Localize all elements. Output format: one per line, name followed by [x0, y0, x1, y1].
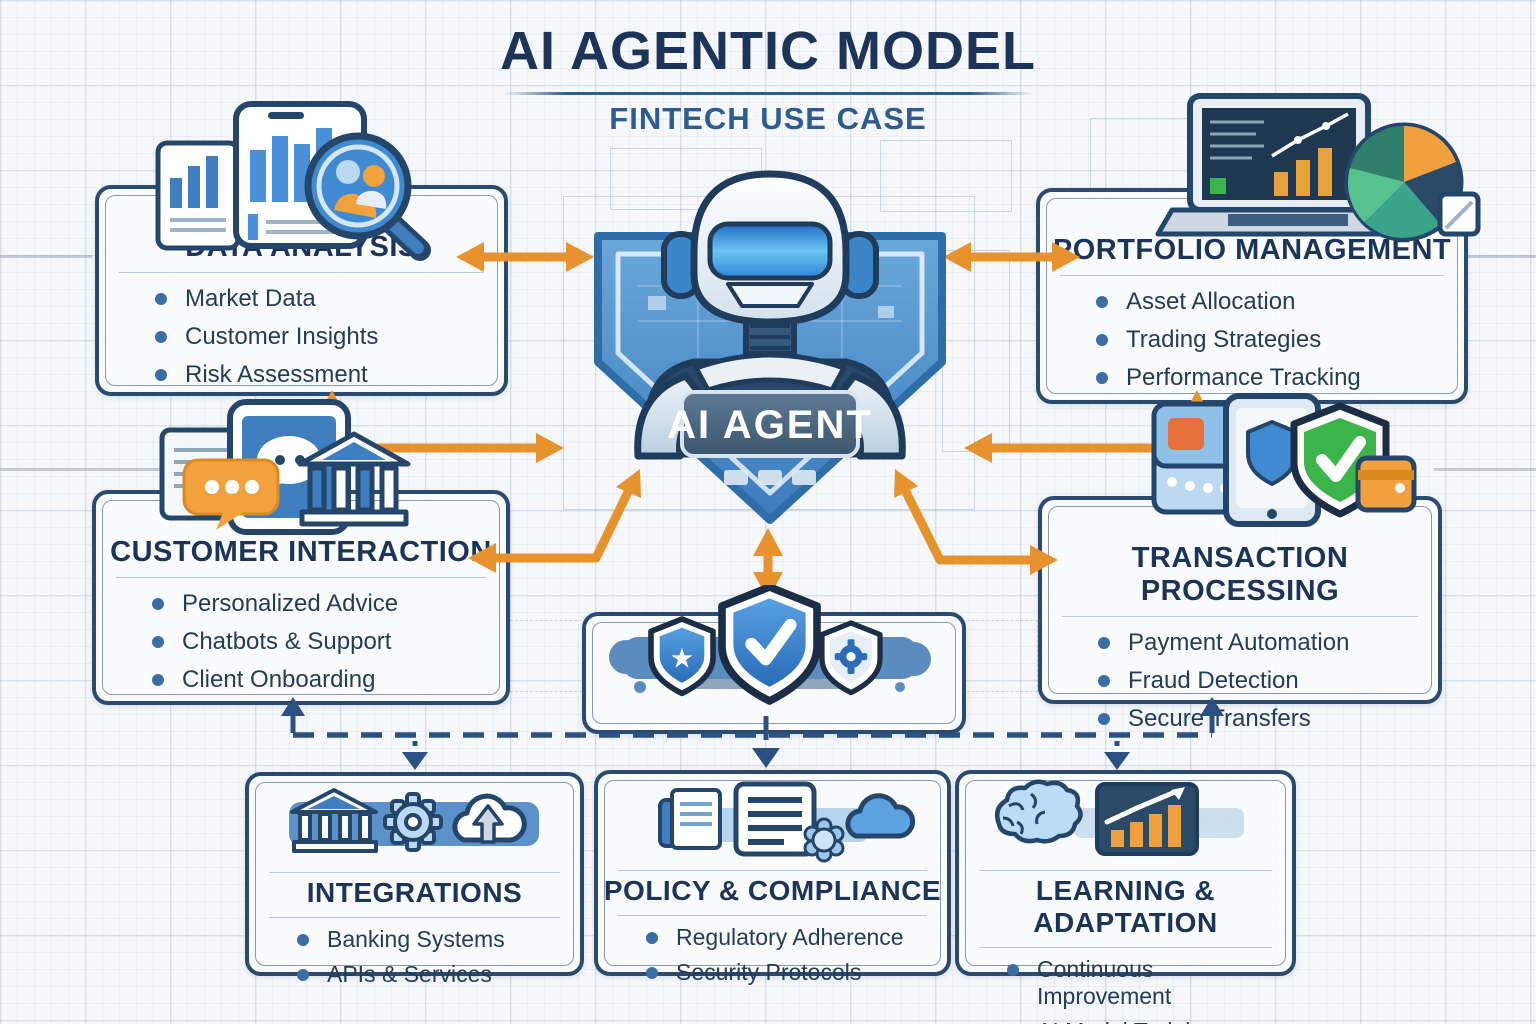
bullet-list: Market Data Customer Insights Risk Asses…	[99, 285, 504, 389]
blueprint-line	[0, 468, 160, 471]
divider	[1062, 616, 1418, 617]
check-shield-icon	[718, 585, 821, 705]
page-title: AI AGENTIC MODEL	[500, 21, 1036, 81]
list-item: Security Protocols	[646, 959, 947, 986]
connector-plug-icon	[1437, 191, 1481, 237]
bullet-list: Regulatory Adherence Security Protocols	[598, 924, 947, 986]
divider	[269, 917, 560, 918]
panel-title: LEARNING & ADAPTATION	[1033, 875, 1218, 938]
report-document-icon	[155, 140, 241, 251]
list-item: Continuous Improvement	[1007, 956, 1292, 1010]
page-subtitle: FINTECH USE CASE	[609, 101, 927, 136]
panel-title: POLICY & COMPLIANCE	[603, 875, 942, 906]
list-item: Performance Tracking	[1096, 364, 1464, 392]
ai-agent-illustration: AI AGENT	[594, 170, 946, 524]
magnifier-customers-icon	[304, 132, 431, 261]
divider	[269, 872, 560, 873]
robot-figure-icon: AI AGENT	[634, 170, 906, 485]
bullet-list: Payment Automation Fraud Detection Secur…	[1042, 629, 1438, 733]
list-item: APIs & Services	[297, 961, 580, 988]
brain-icon	[995, 779, 1083, 844]
gear-shield-icon	[819, 620, 883, 696]
compliance-shields: ★	[609, 585, 931, 705]
ai-agent-label: AI AGENT	[667, 403, 873, 447]
list-item: Market Data	[155, 285, 504, 313]
title-underline	[503, 92, 1033, 95]
learning-iconband	[959, 774, 1292, 862]
panel-title: PORTFOLIO MANAGEMENT	[1052, 234, 1452, 266]
divider	[618, 915, 927, 916]
speech-bubble-icon	[182, 458, 280, 530]
bullet-list: Banking Systems APIs & Services	[249, 926, 580, 988]
cloud-upload-icon	[452, 793, 527, 844]
data-analysis-icons	[155, 101, 431, 261]
integrations-iconband	[249, 776, 580, 864]
blueprint-rect	[500, 620, 592, 692]
portfolio-icons	[1155, 93, 1481, 242]
policy-icons	[658, 781, 916, 863]
bank-icon	[290, 788, 378, 853]
list-item: Customer Insights	[155, 323, 504, 351]
divider	[116, 577, 486, 578]
banner-dots	[724, 470, 816, 485]
list-item: Fraud Detection	[1098, 667, 1438, 695]
panel-policy-compliance: POLICY & COMPLIANCE Regulatory Adherence…	[594, 770, 951, 985]
document-icon	[733, 781, 817, 857]
panel-learning-adaptation: LEARNING & ADAPTATION Continuous Improve…	[955, 770, 1296, 1024]
list-item: Chatbots & Support	[152, 628, 506, 656]
divider	[979, 870, 1272, 871]
svg-text:★: ★	[670, 643, 694, 674]
learning-icons	[995, 779, 1244, 856]
list-item: Regulatory Adherence	[646, 924, 947, 951]
divider	[979, 947, 1272, 948]
bullet-list: Personalized Advice Chatbots & Support C…	[96, 590, 506, 694]
robot-visor-icon	[707, 221, 833, 281]
policy-iconband	[598, 774, 947, 863]
pie-chart-icon	[1344, 122, 1464, 242]
panel-title: CUSTOMER INTERACTION	[110, 536, 492, 568]
panel-transaction-processing: TRANSACTION PROCESSING Payment Automatio…	[1038, 496, 1442, 732]
panel-integrations: INTEGRATIONS Banking Systems APIs & Serv…	[245, 772, 584, 987]
customer-interaction-icons	[159, 399, 411, 535]
blueprint-line	[1462, 255, 1536, 258]
list-item: Banking Systems	[297, 926, 580, 953]
laptop-dashboard-icon	[1155, 93, 1403, 237]
blueprint-line	[1434, 468, 1536, 471]
list-item: Payment Automation	[1098, 629, 1438, 657]
list-item: AI Model Training	[1007, 1018, 1292, 1024]
blueprint-rect	[880, 140, 1012, 212]
gear-icon	[383, 792, 443, 852]
list-item: Trading Strategies	[1096, 326, 1464, 354]
blueprint-line	[0, 255, 92, 258]
list-item: Client Onboarding	[152, 666, 506, 694]
bullet-list: Asset Allocation Trading Strategies Perf…	[1040, 288, 1464, 392]
transaction-processing-icons	[1151, 393, 1417, 527]
list-item: Secure Transfers	[1098, 705, 1438, 733]
list-item: Personalized Advice	[152, 590, 506, 618]
list-item: Asset Allocation	[1096, 288, 1464, 316]
panel-title: TRANSACTION PROCESSING	[1131, 542, 1349, 607]
bullet-list: Continuous Improvement AI Model Training	[959, 956, 1292, 1024]
badge-icon	[803, 817, 845, 863]
ai-agent-banner	[680, 390, 860, 458]
star-shield-icon: ★	[648, 616, 716, 697]
integrations-icons	[289, 788, 539, 853]
cloud-icon	[845, 793, 916, 839]
divider	[119, 272, 484, 273]
divider	[618, 870, 927, 871]
panel-title: INTEGRATIONS	[306, 877, 523, 908]
growth-chart-icon	[1095, 782, 1199, 856]
header: AI AGENTIC MODEL FINTECH USE CASE	[0, 20, 1536, 137]
card-icon	[658, 788, 722, 850]
divider	[1060, 275, 1444, 276]
list-item: Risk Assessment	[155, 361, 504, 389]
wallet-icon	[1355, 455, 1417, 513]
